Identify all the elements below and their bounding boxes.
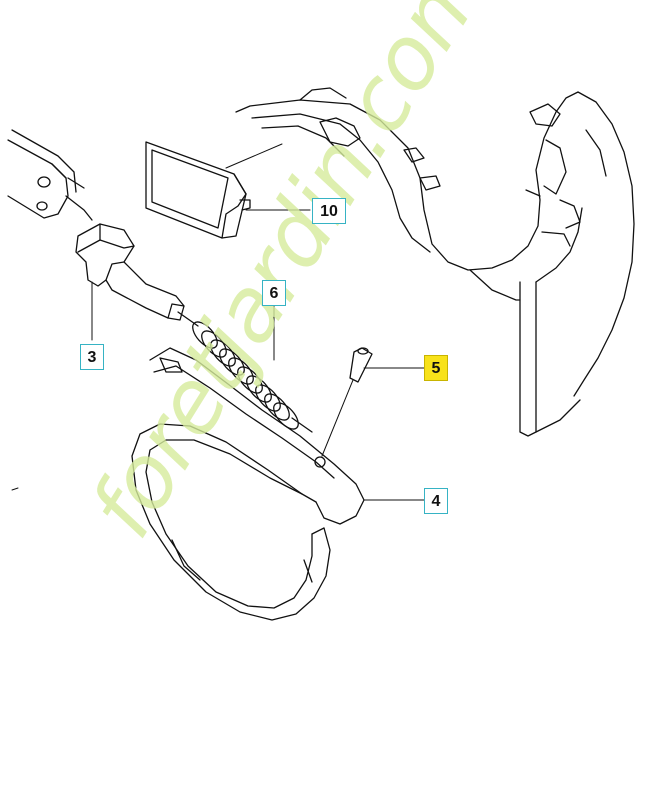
callout-10[interactable]: 10: [312, 198, 346, 224]
stray-mark: [11, 487, 19, 491]
housing-casing: [235, 87, 635, 437]
leader-10-housing: [225, 143, 283, 169]
part-10-pad: [145, 141, 251, 239]
callout-6[interactable]: 6: [262, 280, 286, 306]
callout-3[interactable]: 3: [80, 344, 104, 370]
part-3-lever: [75, 223, 185, 321]
callout-5-highlighted[interactable]: 5: [424, 355, 448, 381]
callout-4[interactable]: 4: [424, 488, 448, 514]
part-5-pin: [321, 347, 373, 457]
leader-lines: [91, 143, 425, 501]
part-4-brake-band: [131, 347, 365, 621]
part-6-spring: [177, 311, 313, 433]
linkage-rod: [7, 129, 93, 221]
